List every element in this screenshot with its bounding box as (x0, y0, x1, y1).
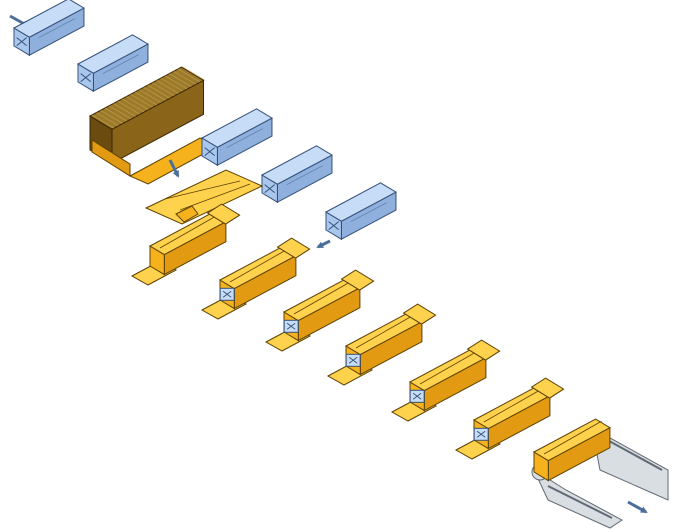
infeed-tray-3 (200, 108, 273, 167)
tray-insert-2 (264, 269, 375, 352)
closing-3 (532, 418, 611, 482)
carton-erecting (130, 203, 241, 286)
tray-insert-3 (326, 303, 437, 386)
infeed-tray-5 (324, 182, 397, 241)
arrow-left-down-icon (316, 239, 331, 249)
infeed-tray-2 (76, 34, 149, 93)
infeed-tray-4 (260, 145, 333, 204)
arrow-right-down-icon (627, 500, 648, 514)
curved-arrow-down-icon (168, 159, 180, 178)
closing-2 (454, 377, 565, 460)
carton-blank-magazine (88, 66, 220, 185)
tray-insert-1 (200, 237, 311, 320)
closing-1 (390, 339, 501, 422)
infeed-tray-1 (12, 0, 85, 57)
blank-pick (144, 169, 264, 225)
